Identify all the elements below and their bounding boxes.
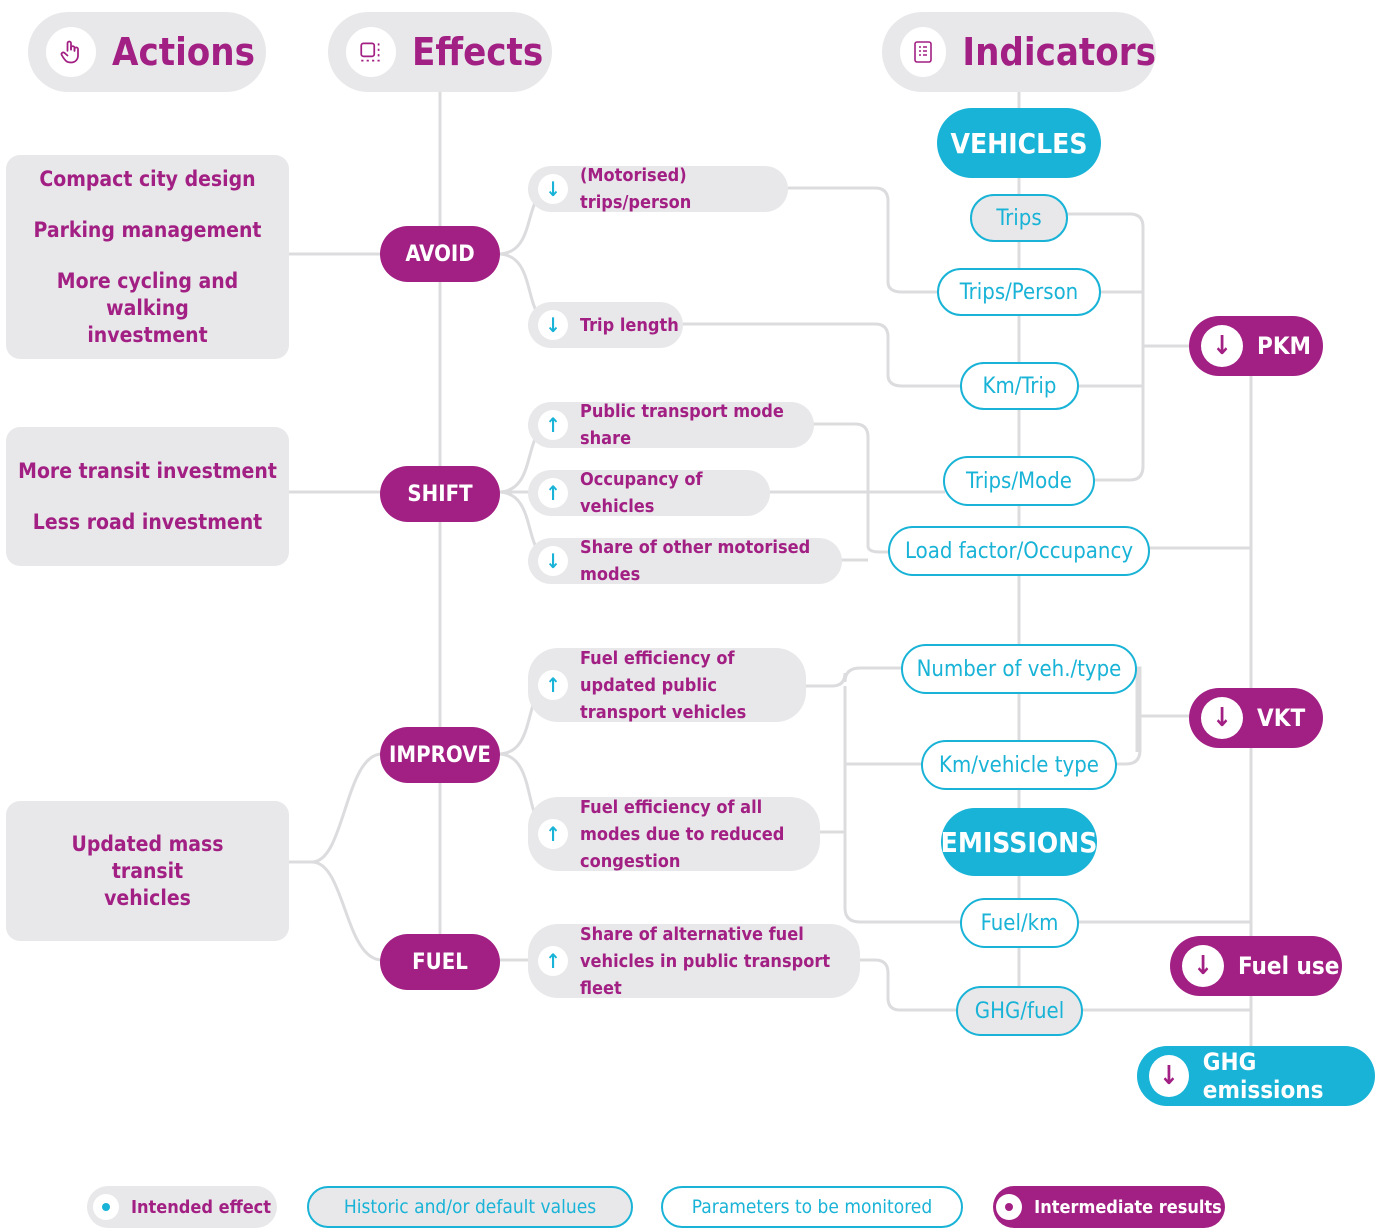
section-emissions: EMISSIONS (941, 808, 1097, 876)
effect-label: Fuel efficiency of all modes due to redu… (580, 796, 785, 872)
result-pkm: ↓ PKM (1189, 316, 1323, 376)
legend-intermediate-results: Intermediate results (993, 1186, 1225, 1228)
effect-item: ↑ Occupancy of vehicles (528, 469, 770, 517)
arrow-down-icon: ↓ (538, 174, 568, 204)
arrow-up-icon: ↑ (538, 946, 568, 976)
action-item: Compact city design (39, 166, 256, 191)
indicator-trips-mode: Trips/Mode (943, 456, 1095, 506)
indicator-load-factor: Load factor/Occupancy (888, 526, 1150, 576)
result-label: VKT (1257, 704, 1306, 732)
result-fuel-use: ↓ Fuel use (1170, 936, 1342, 996)
effects-title: Effects (412, 30, 544, 74)
arrow-up-icon: ↑ (538, 670, 568, 700)
action-item: Updated mass transit vehicles (71, 831, 224, 910)
legend-historic-values: Historic and/or default values (307, 1186, 633, 1228)
action-item: Less road investment (32, 509, 263, 534)
effect-item: ↓ Trip length (528, 302, 683, 348)
arrow-down-icon: ↓ (1201, 325, 1243, 367)
dot-icon (92, 1194, 119, 1220)
effect-item: ↓ Share of other motorised modes (528, 537, 842, 585)
effect-label: (Motorised) trips/person (580, 165, 692, 213)
effect-label: Occupancy of vehicles (580, 469, 703, 517)
result-ghg-emissions: ↓ GHG emissions (1137, 1046, 1375, 1106)
indicator-km-trip: Km/Trip (960, 362, 1079, 410)
action-item: More transit investment (18, 458, 277, 483)
indicator-km-vehicle-type: Km/vehicle type (921, 740, 1117, 790)
legend-label: Historic and/or default values (343, 1196, 597, 1218)
section-vehicles: VEHICLES (937, 108, 1101, 178)
effect-item: ↑ Fuel efficiency of updated public tran… (528, 648, 806, 723)
action-group-shift: More transit investment Less road invest… (6, 427, 289, 566)
action-group-avoid: Compact city design Parking management M… (6, 155, 289, 359)
result-label: PKM (1257, 332, 1312, 360)
indicator-ghg-fuel: GHG/fuel (956, 986, 1083, 1036)
strategy-avoid: AVOID (380, 226, 500, 282)
effect-item: ↑ Fuel efficiency of all modes due to re… (528, 797, 820, 872)
effects-header: Effects (328, 12, 552, 92)
strategy-shift: SHIFT (380, 466, 500, 522)
action-item: More cycling and walking investment (56, 268, 239, 347)
result-vkt: ↓ VKT (1189, 688, 1323, 748)
select-frame-icon (346, 27, 396, 77)
legend-label: Intended effect (130, 1196, 272, 1218)
indicator-trips: Trips (970, 194, 1068, 242)
indicators-title: Indicators (962, 30, 1156, 74)
document-list-icon (900, 27, 947, 77)
effect-label: Share of alternative fuel vehicles in pu… (580, 923, 831, 999)
actions-title: Actions (112, 30, 255, 74)
arrow-up-icon: ↑ (538, 478, 568, 508)
action-group-improve: Updated mass transit vehicles (6, 801, 289, 941)
arrow-down-icon: ↓ (1149, 1055, 1189, 1097)
action-item: Parking management (33, 217, 262, 242)
effect-label: Public transport mode share (580, 401, 784, 449)
result-label: Fuel use (1238, 952, 1340, 980)
legend-label: Intermediate results (1034, 1196, 1222, 1218)
effect-label: Trip length (580, 314, 679, 336)
arrow-down-icon: ↓ (538, 546, 568, 576)
effect-item: ↑ Public transport mode share (528, 401, 814, 449)
legend-label: Parameters to be monitored (691, 1196, 933, 1218)
indicator-fuel-km: Fuel/km (960, 898, 1079, 948)
strategy-improve: IMPROVE (380, 727, 500, 783)
legend-intended-effect: Intended effect (87, 1186, 277, 1228)
actions-header: Actions (28, 12, 266, 92)
effect-label: Share of other motorised modes (580, 537, 811, 585)
indicators-header: Indicators (882, 12, 1156, 92)
result-label: GHG emissions (1202, 1048, 1324, 1104)
indicator-number-veh-type: Number of veh./type (901, 644, 1137, 694)
effect-item: ↓ (Motorised) trips/person (528, 165, 788, 213)
arrow-down-icon: ↓ (1201, 697, 1243, 739)
hand-pointer-icon (46, 27, 96, 77)
dot-icon (996, 1194, 1023, 1220)
arrow-down-icon: ↓ (538, 310, 568, 340)
indicator-trips-person: Trips/Person (937, 268, 1101, 316)
arrow-up-icon: ↑ (538, 410, 568, 440)
effect-label: Fuel efficiency of updated public transp… (580, 647, 747, 723)
effect-item: ↑ Share of alternative fuel vehicles in … (528, 924, 860, 999)
legend-monitored-parameters: Parameters to be monitored (661, 1186, 963, 1228)
arrow-up-icon: ↑ (538, 819, 568, 849)
strategy-fuel: FUEL (380, 934, 500, 990)
arrow-down-icon: ↓ (1182, 945, 1224, 987)
